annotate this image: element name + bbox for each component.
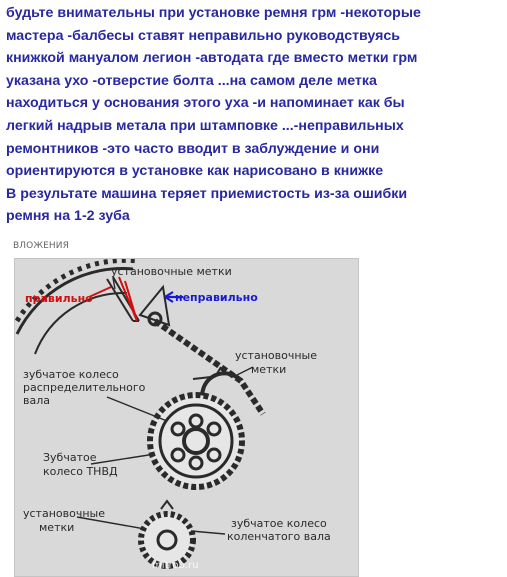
post-line: ремонтников -это часто вводит в заблужде… [6, 140, 380, 157]
label-bottom-marks-2: метки [39, 521, 74, 534]
post-line: находиться у основания этого уха -и напо… [6, 95, 405, 112]
crankshaft-sprocket [138, 499, 196, 569]
timing-belt-diagram: установочные метки установочные метки зу… [15, 259, 331, 569]
incorrect-annotation: неправильно [164, 291, 258, 304]
label-correct: правильно [25, 292, 93, 305]
correct-annotation: правильно [25, 276, 138, 322]
label-right-marks-2: метки [251, 363, 286, 376]
label-right-marks-1: установочные [235, 349, 317, 362]
label-pump-1: Зубчатое [43, 451, 97, 464]
attachments-label: ВЛОЖЕНИЯ [13, 241, 69, 251]
watermark: mitrob.ru [152, 560, 199, 571]
post-line: мастера -балбесы ставят неправильно руко… [6, 27, 400, 44]
post-line: ориентируются в установке как нарисовано… [6, 163, 384, 180]
label-crank-1: зубчатое колесо [231, 517, 327, 530]
label-incorrect: неправильно [175, 291, 258, 304]
post-line: книжкой мануалом легион -автодата где вм… [6, 50, 418, 67]
label-pump-2: колесо ТНВД [43, 465, 118, 478]
label-top-marks: установочные метки [111, 265, 232, 278]
label-cam-2: распределительного [23, 381, 146, 394]
post-body: будьте внимательны при установке ремня г… [6, 2, 504, 228]
post-line: будьте внимательны при установке ремня г… [6, 5, 421, 21]
post-line: указана ухо -отверстие болта ...на самом… [6, 72, 377, 89]
injection-pump-sprocket [147, 392, 245, 490]
label-crank-2: коленчатого вала [227, 530, 331, 543]
attachment-image[interactable]: установочные метки установочные метки зу… [14, 258, 359, 577]
label-bottom-marks-1: установочные [23, 507, 105, 520]
camshaft-sprocket [15, 259, 140, 355]
post-line: В результате машина теряет приемистость … [6, 185, 408, 202]
post-line: ремня на 1-2 зуба [6, 208, 130, 225]
label-cam-3: вала [23, 394, 50, 407]
label-cam-1: зубчатое колесо [23, 368, 119, 381]
post-line: легкий надрыв метала при штамповке ...-н… [6, 117, 404, 134]
